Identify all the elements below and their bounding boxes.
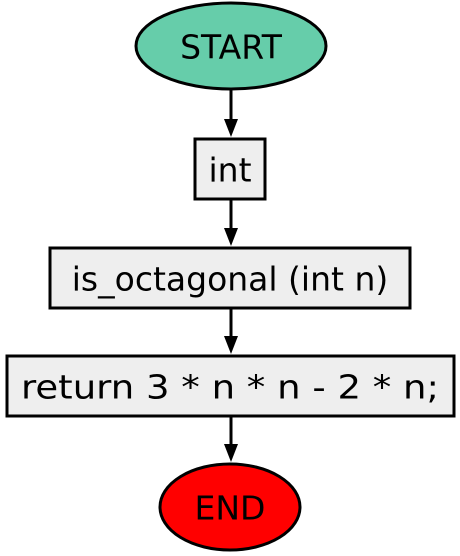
- edge-return-to-end: [224, 416, 238, 462]
- edge-start-to-type: [224, 89, 238, 137]
- end-terminal-shape: [158, 462, 302, 552]
- arrowhead: [224, 228, 238, 246]
- return-statement-box: [5, 354, 456, 418]
- type-declaration-node: int: [193, 137, 267, 201]
- start-node: START: [134, 1, 328, 91]
- start-label: START: [180, 28, 283, 67]
- end-node: END: [158, 462, 302, 552]
- edge-function-to-return: [224, 308, 238, 354]
- function-declaration-label: is_octagonal (int n): [72, 260, 388, 299]
- type-declaration-label: int: [208, 151, 251, 190]
- arrowhead: [224, 444, 238, 462]
- function-declaration-node: is_octagonal (int n): [48, 246, 412, 310]
- type-declaration-box: [193, 137, 267, 201]
- return-statement-node: return 3 * n * n - 2 * n;: [5, 354, 456, 418]
- edge-type-to-function: [224, 199, 238, 246]
- arrowhead: [224, 336, 238, 354]
- return-statement-label: return 3 * n * n - 2 * n;: [21, 368, 439, 407]
- end-label: END: [195, 489, 266, 528]
- arrowhead: [224, 119, 238, 137]
